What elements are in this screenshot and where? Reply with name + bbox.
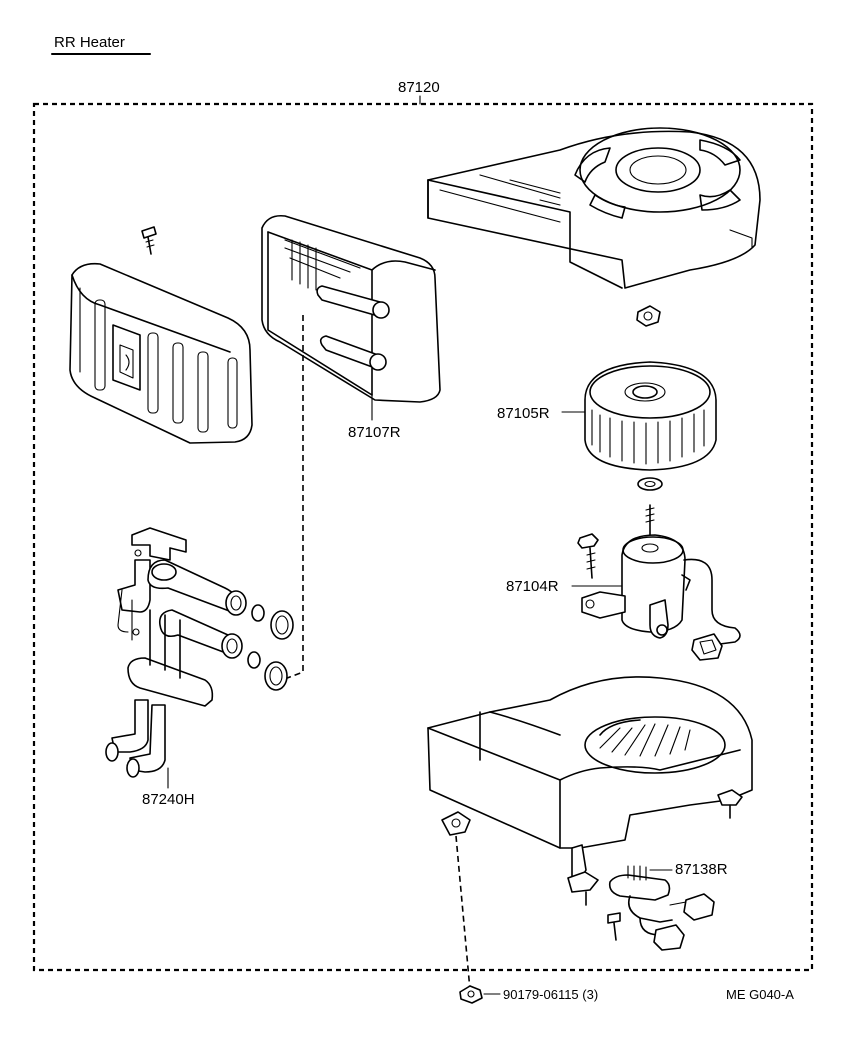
screw-icon xyxy=(141,226,157,255)
blower-motor xyxy=(581,504,741,661)
figure-code: ME G040-A xyxy=(726,987,794,1002)
screw-icon-lower xyxy=(607,912,621,941)
blower-fan-label: 87105R xyxy=(497,405,550,422)
flange-nut-icon xyxy=(459,985,483,1004)
o-rings xyxy=(247,604,294,691)
lower-mount-icon xyxy=(441,811,471,836)
nut-icon xyxy=(636,305,661,327)
nut-label: 90179-06115 (3) xyxy=(503,987,598,1002)
diagram-title: RR Heater xyxy=(54,34,125,51)
assembly-number-label: 87120 xyxy=(398,79,440,96)
bolt-icon xyxy=(577,533,599,579)
heater-core xyxy=(261,214,441,421)
upper-blower-case xyxy=(427,127,761,289)
resistor-label: 87138R xyxy=(675,861,728,878)
lower-blower-case xyxy=(427,676,753,906)
blower-motor-label: 87104R xyxy=(506,578,559,595)
washer-icon xyxy=(637,477,663,491)
heater-cover xyxy=(69,262,253,444)
resistor xyxy=(608,865,715,951)
heater-core-label: 87107R xyxy=(348,424,401,441)
blower-fan xyxy=(584,361,717,471)
water-valve-label: 87240H xyxy=(142,791,195,808)
water-valve xyxy=(105,527,247,778)
assembly-boundary xyxy=(32,102,814,972)
